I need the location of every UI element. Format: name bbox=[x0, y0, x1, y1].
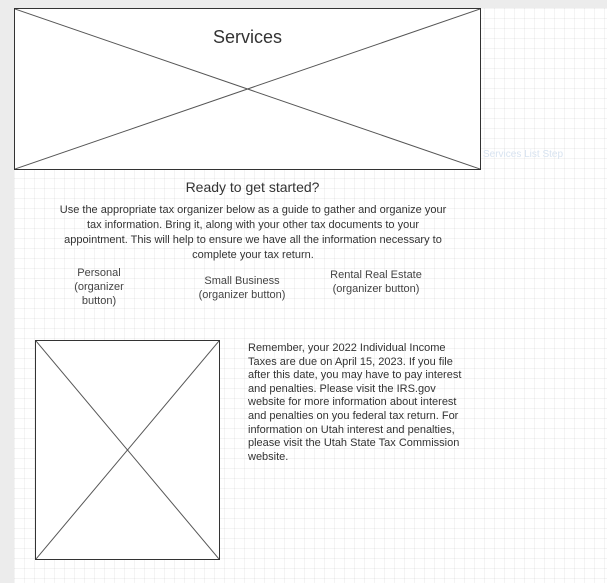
hero-image-placeholder: Services bbox=[14, 8, 481, 170]
personal-organizer-button[interactable]: Personal (organizer button) bbox=[74, 267, 124, 307]
get-started-intro: Use the appropriate tax organizer below … bbox=[59, 204, 447, 261]
hero-title: Services bbox=[212, 27, 283, 47]
ghost-label: Services List Step bbox=[483, 149, 564, 160]
rental-real-estate-organizer-button[interactable]: Rental Real Estate (organizer button) bbox=[330, 269, 422, 295]
get-started-heading: Ready to get started? bbox=[185, 179, 320, 195]
tax-deadline-reminder: Remember, your 2022 Individual Income Ta… bbox=[248, 342, 462, 463]
placeholder-cross-icon bbox=[36, 341, 219, 559]
placeholder-cross-icon bbox=[15, 9, 480, 169]
small-business-organizer-button[interactable]: Small Business (organizer button) bbox=[198, 275, 286, 301]
side-image-placeholder bbox=[35, 340, 220, 560]
